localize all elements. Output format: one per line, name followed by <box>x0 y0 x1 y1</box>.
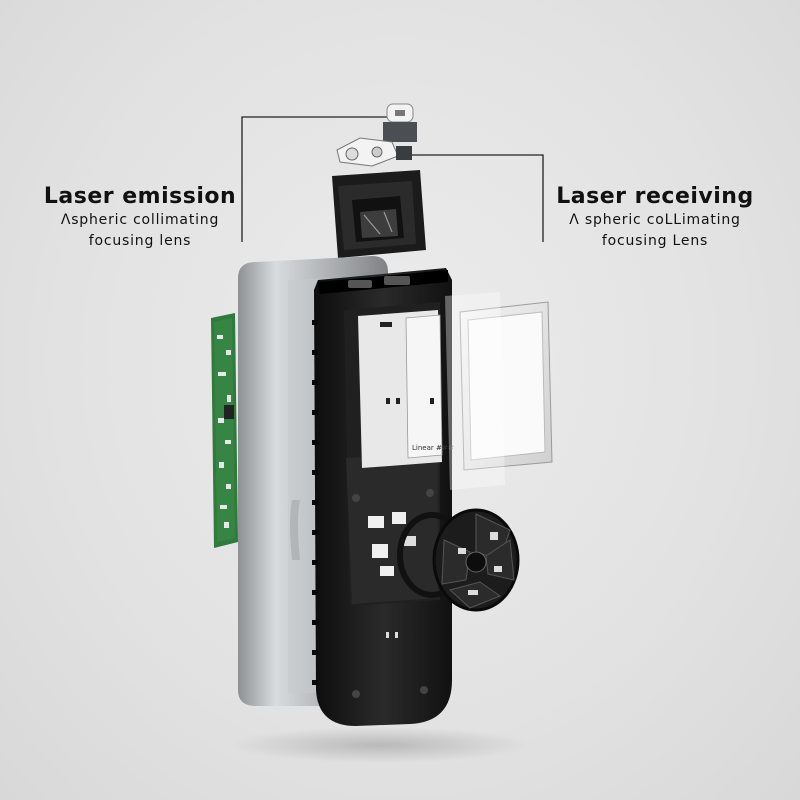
glass-cover-panel <box>445 292 553 490</box>
receiving-window <box>384 276 410 285</box>
emission-leader-line <box>241 116 388 242</box>
laser-emission-label: Laser emission Λspheric collimating focu… <box>40 184 240 252</box>
laser-emission-title: Laser emission <box>43 184 237 209</box>
display-module: Linear ### <box>358 310 454 468</box>
laser-receiving-subtitle-line2: focusing Lens <box>601 233 709 249</box>
laser-emission-subtitle-line2: focusing lens <box>88 233 192 249</box>
receiving-leader-line <box>388 154 544 242</box>
green-circuit-board <box>211 313 238 548</box>
receiving-lens-part <box>336 137 412 167</box>
floor-shadow <box>230 727 530 763</box>
keypad-icon <box>490 532 498 540</box>
internal-components <box>368 512 416 576</box>
laser-receiving-title: Laser receiving <box>556 184 754 209</box>
laser-receiving-label: Laser receiving Λ spheric coLLimating fo… <box>550 184 760 252</box>
screen-caption: Linear ### <box>412 444 454 452</box>
emission-lens-part <box>383 103 417 142</box>
laser-emission-subtitle-line1: Λspheric collimating <box>60 212 220 228</box>
laser-receiving-subtitle-line1: Λ spheric coLLimating <box>569 212 741 228</box>
keypad-assembly <box>397 508 520 612</box>
optical-block <box>332 170 426 258</box>
emission-window <box>348 280 372 288</box>
